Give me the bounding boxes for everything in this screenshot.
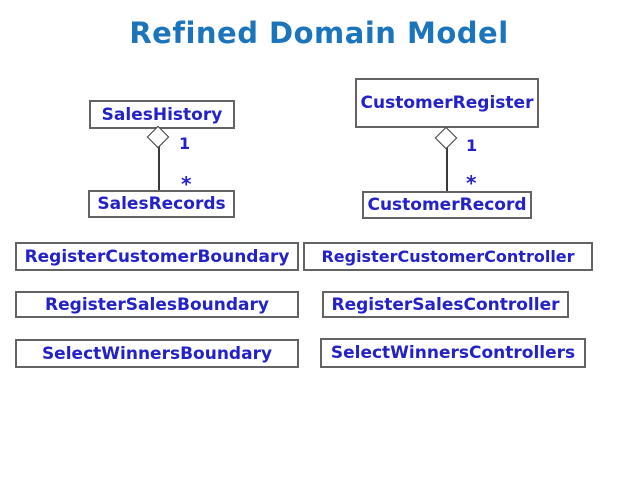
class-box-register-sales-boundary: RegisterSalesBoundary [15, 291, 299, 318]
multiplicity-customer-child: * [466, 171, 477, 195]
class-box-sales-records: SalesRecords [88, 190, 235, 218]
class-box-customer-register: CustomerRegister [355, 78, 539, 128]
aggregation-line-sales [158, 145, 160, 191]
multiplicity-sales-parent: 1 [179, 134, 191, 153]
aggregation-diamond-icon-customer [434, 126, 458, 150]
class-box-register-sales-controller: RegisterSalesController [322, 291, 569, 318]
class-box-sales-history: SalesHistory [89, 100, 235, 129]
multiplicity-customer-parent: 1 [466, 136, 478, 155]
aggregation-diamond-icon-sales [146, 125, 170, 149]
class-box-register-customer-controller: RegisterCustomerController [303, 242, 593, 271]
multiplicity-sales-child: * [181, 172, 192, 196]
class-box-register-customer-boundary: RegisterCustomerBoundary [15, 242, 299, 271]
slide-title: Refined Domain Model [129, 16, 509, 50]
class-box-select-winners-boundary: SelectWinnersBoundary [15, 339, 299, 368]
class-box-customer-record: CustomerRecord [362, 191, 532, 219]
aggregation-line-customer [446, 147, 448, 192]
class-box-select-winners-controllers: SelectWinnersControllers [320, 338, 586, 368]
